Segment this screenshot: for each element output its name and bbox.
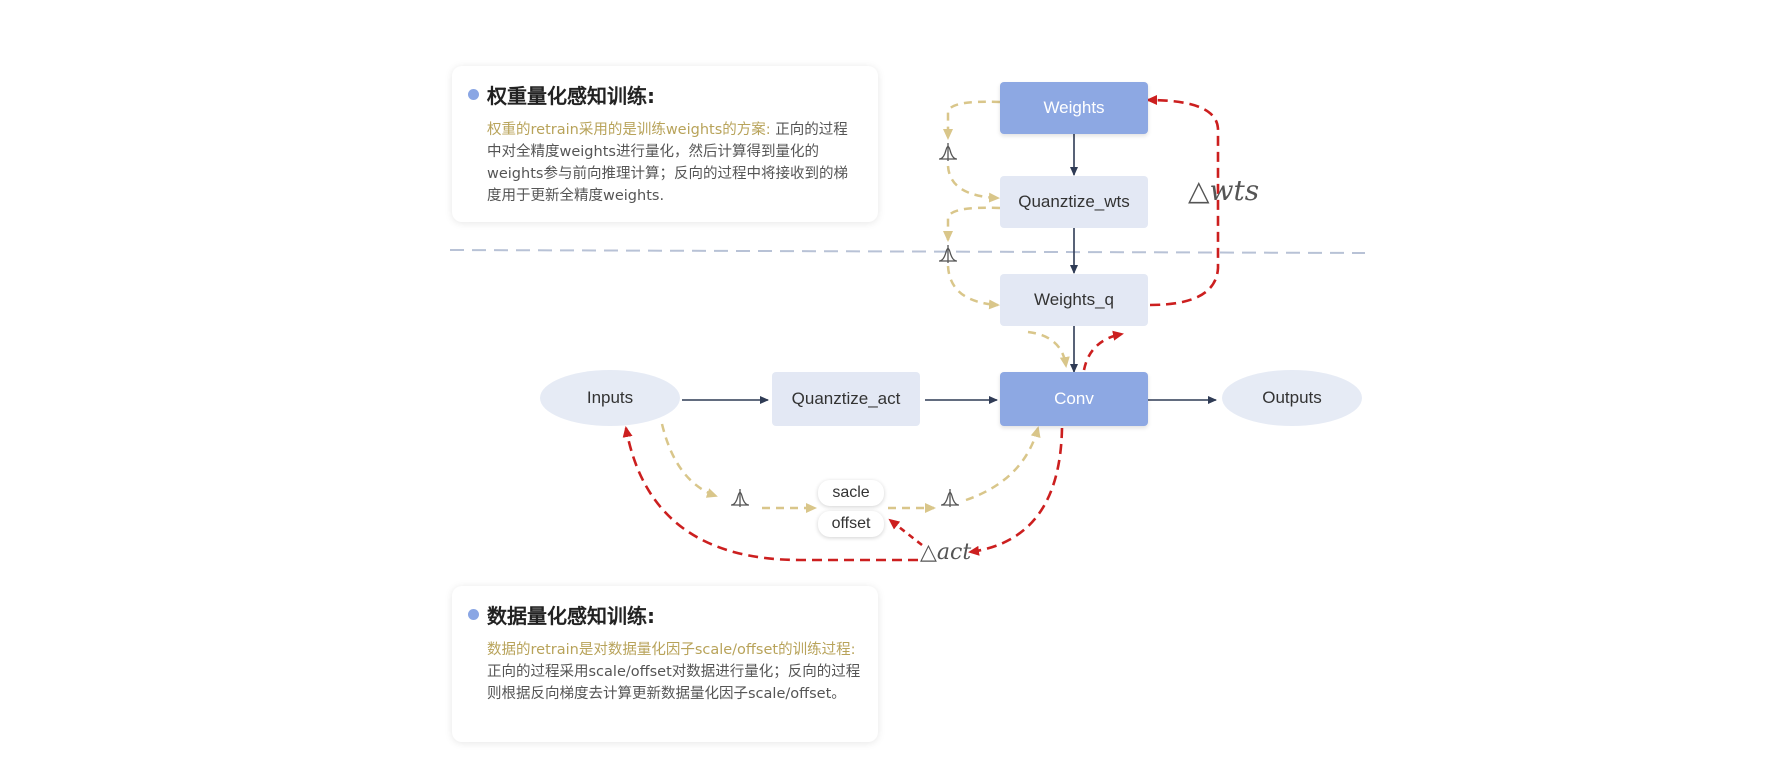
weight-card-highlight: 权重的retrain采用的是训练weights的方案:: [487, 122, 771, 138]
bullet-dot: [468, 609, 479, 620]
grad-arrow-conv-up: [1082, 330, 1124, 371]
quant-arrow-icon-quantwts: [946, 165, 1000, 203]
quant-arrow-icon-conv: [965, 426, 1041, 502]
grad-arrow-act-offset: [888, 518, 923, 547]
delta-act-label: △act: [920, 540, 972, 565]
weights-q-node[interactable]: Weights_q: [1000, 274, 1148, 326]
quant-arrow-quantwts-icon: [943, 206, 1001, 242]
quantizer-icon: [938, 142, 958, 162]
quantizer-icon: [940, 488, 960, 508]
inputs-node[interactable]: Inputs: [540, 370, 680, 426]
quant-arrow-weights-icon: [943, 100, 1001, 140]
bullet-dot: [468, 89, 479, 100]
quantizer-icon: [938, 244, 958, 264]
grad-arrow-weightsq-weights: [1146, 95, 1220, 307]
weights-node[interactable]: Weights: [1000, 82, 1148, 134]
scale-node[interactable]: sacle: [818, 480, 884, 506]
outputs-node[interactable]: Outputs: [1222, 370, 1362, 426]
delta-wts-label: △wts: [1188, 174, 1260, 207]
data-card-body: 数据的retrain是对数据量化因子scale/offset的训练过程: 正向的…: [468, 639, 862, 705]
weight-card-text: 正向的过程中对全精度weights进行量化，然后计算得到量化的weights参与…: [487, 122, 848, 204]
grad-arrow-conv-act: [968, 427, 1064, 556]
quantize-wts-node[interactable]: Quanztize_wts: [1000, 176, 1148, 228]
data-card-title: 数据量化感知训练:: [487, 604, 655, 628]
weight-qat-card: 权重量化感知训练: 权重的retrain采用的是训练weights的方案: 正向…: [452, 66, 878, 222]
offset-node[interactable]: offset: [818, 511, 884, 537]
data-card-text: 正向的过程采用scale/offset对数据进行量化；反向的过程则根据反向梯度去…: [487, 664, 861, 702]
weight-card-body: 权重的retrain采用的是训练weights的方案: 正向的过程中对全精度we…: [468, 119, 862, 207]
quant-arrow-weightsq-conv: [1027, 330, 1070, 368]
quant-arrow-icon-weightsq: [946, 265, 1000, 310]
quantizer-icon: [730, 488, 750, 508]
quant-arrow-inputs-icon: [660, 423, 718, 498]
quantize-act-node[interactable]: Quanztize_act: [772, 372, 920, 426]
data-qat-card: 数据量化感知训练: 数据的retrain是对数据量化因子scale/offset…: [452, 586, 878, 742]
divider-line: [449, 249, 1366, 254]
data-card-highlight: 数据的retrain是对数据量化因子scale/offset的训练过程:: [487, 642, 856, 658]
conv-node[interactable]: Conv: [1000, 372, 1148, 426]
grad-arrow-act-inputs: [622, 426, 918, 562]
weight-card-title: 权重量化感知训练:: [487, 84, 655, 108]
